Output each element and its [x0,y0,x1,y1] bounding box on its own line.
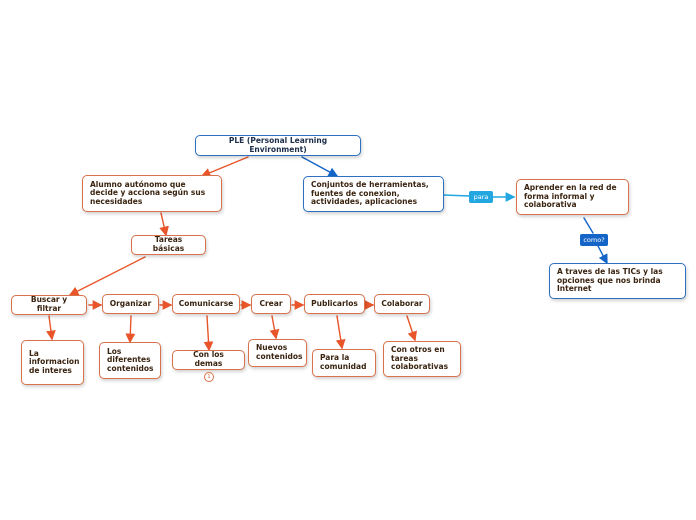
node-detail-crear-label: Nuevos contenidos [256,343,303,361]
node-detail-colaborar[interactable]: Con otros en tareas colaborativas [383,341,461,377]
node-conjuntos-label: Conjuntos de herramientas, fuentes de co… [311,180,429,207]
badge-como[interactable]: como? [580,234,608,246]
node-colaborar-label: Colaborar [381,298,423,308]
node-detail-organizar[interactable]: Los diferentes contenidos [99,342,161,379]
node-organizar-label: Organizar [109,298,152,308]
link-aprender-traves [583,217,607,263]
node-crear[interactable]: Crear [251,294,291,314]
link-root-conjuntos [301,156,339,177]
node-detail-comunicarse[interactable]: Con los demas [172,350,245,370]
link-colaborar-detail [406,315,417,342]
link-root-alumno [200,156,249,178]
comunicarse-count-value: 1 [207,374,211,380]
node-detail-publicarlos[interactable]: Para la comunidad [312,349,376,377]
link-buscar-detail [46,315,56,341]
link-conjuntos-aprender [443,195,514,197]
node-tareas-basicas-label: Tareas básicas [152,235,185,253]
node-detail-buscar[interactable]: La informacion de interes [21,340,84,385]
node-detail-publicarlos-label: Para la comunidad [320,353,367,371]
node-buscar-y-filtrar[interactable]: Buscar y filtrar [11,295,87,315]
node-detail-buscar-label: La informacion de interes [29,348,80,375]
node-alumno-label: Alumno autónomo que decide y acciona seg… [90,179,206,206]
node-crear-label: Crear [259,298,283,308]
node-organizar[interactable]: Organizar [102,294,159,314]
node-detail-colaborar-label: Con otros en tareas colaborativas [391,345,449,372]
link-organizar-detail [125,315,136,344]
node-traves[interactable]: A traves de las TICs y las opciones que … [549,263,686,299]
node-publicarlos-label: Publicarlos [311,298,358,308]
comunicarse-count-badge[interactable]: 1 [204,372,214,382]
node-publicarlos[interactable]: Publicarlos [304,294,365,314]
node-comunicarse-label: Comunicarse [178,298,234,308]
node-aprender-label: Aprender en la red de forma informal y c… [524,183,617,210]
node-detail-organizar-label: Los diferentes contenidos [107,346,154,373]
link-tareas-buscar [68,256,146,296]
node-conjuntos[interactable]: Conjuntos de herramientas, fuentes de co… [303,176,444,212]
root-node-label: PLE (Personal Learning Environment) [228,135,328,154]
node-tareas-basicas[interactable]: Tareas básicas [131,235,206,255]
link-crear-detail [269,315,280,340]
node-aprender[interactable]: Aprender en la red de forma informal y c… [516,179,629,215]
node-alumno[interactable]: Alumno autónomo que decide y acciona seg… [82,175,222,212]
link-alumno-tareas [159,212,169,237]
node-colaborar[interactable]: Colaborar [374,294,430,314]
link-publicarlos-detail [335,315,346,350]
badge-para[interactable]: para [469,191,493,203]
badge-como-label: como? [583,236,605,244]
link-comunicarse-detail [203,315,214,352]
node-traves-label: A traves de las TICs y las opciones que … [557,267,663,294]
node-comunicarse[interactable]: Comunicarse [172,294,240,314]
node-buscar-label: Buscar y filtrar [30,295,68,313]
node-detail-comunicarse-label: Con los demas [193,350,224,368]
node-detail-crear[interactable]: Nuevos contenidos [248,339,307,367]
root-node[interactable]: PLE (Personal Learning Environment) [195,135,361,156]
badge-para-label: para [473,193,489,201]
